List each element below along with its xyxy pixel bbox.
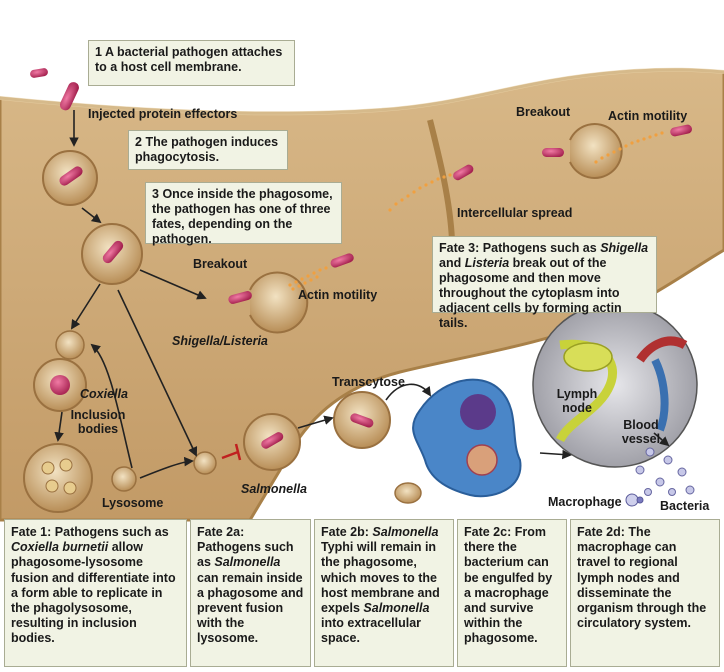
fate2b-text-b: into extracellular space. (321, 616, 422, 646)
label-macrophage: Macrophage (548, 495, 622, 509)
fate2a-salmonella: Salmonella (214, 555, 281, 570)
label-breakout-mid: Breakout (193, 257, 248, 271)
bacterium (350, 413, 374, 428)
actin-tail (388, 173, 452, 212)
fate1-title: Fate 1: (11, 525, 52, 539)
lysosome (193, 451, 217, 475)
fate3-text-b: break out of the phagosome and then move… (439, 256, 622, 330)
lymph-node (563, 342, 613, 372)
label-blood-vessel: Blood vessel (621, 418, 661, 446)
released-bacteria (635, 447, 695, 496)
fate2d-box: Fate 2d: The macrophage can travel to re… (570, 519, 720, 667)
breakout-vesicle (249, 271, 309, 334)
bacterium (542, 148, 564, 157)
fate2a-title: Fate 2a: (197, 525, 245, 539)
label-shigella-listeria: Shigella/Listeria (172, 334, 268, 348)
fate3-box: Fate 3: Pathogens such as Shigella and L… (432, 236, 657, 330)
fate1-coxiella: Coxiella burnetii (11, 540, 109, 555)
fate2a-box: Fate 2a: Pathogens such as Salmonella ca… (190, 519, 311, 667)
fate2a-text-b: can remain inside a phagosome and preven… (197, 570, 304, 646)
fate2b-salmonella-b: Salmonella (363, 601, 430, 616)
fate2c-box: Fate 2c: From there the bacterium can be… (457, 519, 567, 667)
fate3-shigella: Shigella (600, 241, 649, 255)
bacterium (50, 375, 70, 395)
fate3-and: and (439, 256, 462, 270)
lysosome (55, 330, 85, 360)
bacterium (261, 432, 284, 449)
label-intercellular-spread: Intercellular spread (457, 206, 573, 220)
bacterium (330, 253, 354, 268)
step1-box: 1 A bacterial pathogen attaches to a hos… (88, 40, 295, 86)
macrophage-nucleus (460, 394, 496, 430)
fate1-text-a: Pathogens such as (54, 525, 169, 539)
label-transcytose: Transcytose (332, 375, 405, 389)
fate2b-title: Fate 2b: (321, 525, 369, 539)
step2-text: The pathogen induces phagocytosis. (135, 135, 279, 164)
fate2d-text: The macrophage can travel to regional ly… (577, 525, 707, 631)
label-injected-effectors: Injected protein effectors (88, 107, 238, 121)
phagosome-in-macrophage (466, 444, 498, 476)
lysosome (111, 466, 137, 492)
step3-number: 3 (152, 187, 159, 201)
lymph-inset-circle (532, 302, 698, 468)
macrophage-small (625, 493, 644, 507)
step2-box: 2 The pathogen induces phagocytosis. (128, 130, 288, 170)
fate2b-box: Fate 2b: Salmonella Typhi will remain in… (314, 519, 454, 667)
actin-tail (288, 266, 328, 291)
label-salmonella: Salmonella (241, 482, 307, 496)
bacterium (228, 291, 252, 304)
bacterium (670, 124, 692, 137)
label-lymph-node: Lymph node (556, 387, 598, 415)
block-symbol (221, 443, 242, 461)
fate2d-title: Fate 2d: (577, 525, 625, 539)
label-actin-mid: Actin motility (298, 288, 378, 302)
label-inclusion-bodies: Inclusion bodies (70, 408, 126, 436)
fate2c-text: From there the bacterium can be engulfed… (464, 525, 553, 646)
step3-text: Once inside the phagosome, the pathogen … (152, 187, 333, 246)
fate1-text-b: allow phagosome-lysosome fusion and diff… (11, 540, 176, 646)
label-coxiella: Coxiella (80, 387, 128, 401)
blood-vessel (636, 336, 688, 363)
bacterium (453, 164, 474, 181)
label-lysosome: Lysosome (102, 496, 164, 510)
fate3-listeria: Listeria (464, 256, 510, 270)
label-actin-top: Actin motility (608, 109, 688, 123)
step1-number: 1 (95, 45, 102, 59)
step2-number: 2 (135, 135, 142, 149)
fate2b-salmonella-a: Salmonella (372, 525, 439, 539)
bacterium (102, 240, 124, 264)
fate2b-text-a: Typhi will remain in the phagosome, whic… (321, 540, 440, 616)
step1-text: A bacterial pathogen attaches to a host … (95, 45, 283, 74)
bacterium (59, 166, 83, 186)
bacterium (30, 68, 48, 78)
actin-tail (594, 131, 664, 164)
fate2a-text-a: Pathogens such as (197, 540, 294, 570)
breakout-vesicle (569, 123, 623, 179)
inclusion-body-vacuole (23, 443, 93, 513)
fate2c-title: Fate 2c: (464, 525, 512, 539)
fate3-title: Fate 3: (439, 241, 480, 255)
macrophage (412, 378, 522, 498)
bacterium (59, 82, 79, 111)
expelled-body (394, 482, 422, 504)
label-bacteria: Bacteria (660, 499, 710, 513)
step3-box: 3 Once inside the phagosome, the pathoge… (145, 182, 342, 246)
fate3-text-a: Pathogens such as (482, 241, 597, 255)
fate1-box: Fate 1: Pathogens such as Coxiella burne… (4, 519, 187, 667)
inclusion-bodies (41, 458, 77, 495)
label-breakout-top: Breakout (516, 105, 571, 119)
